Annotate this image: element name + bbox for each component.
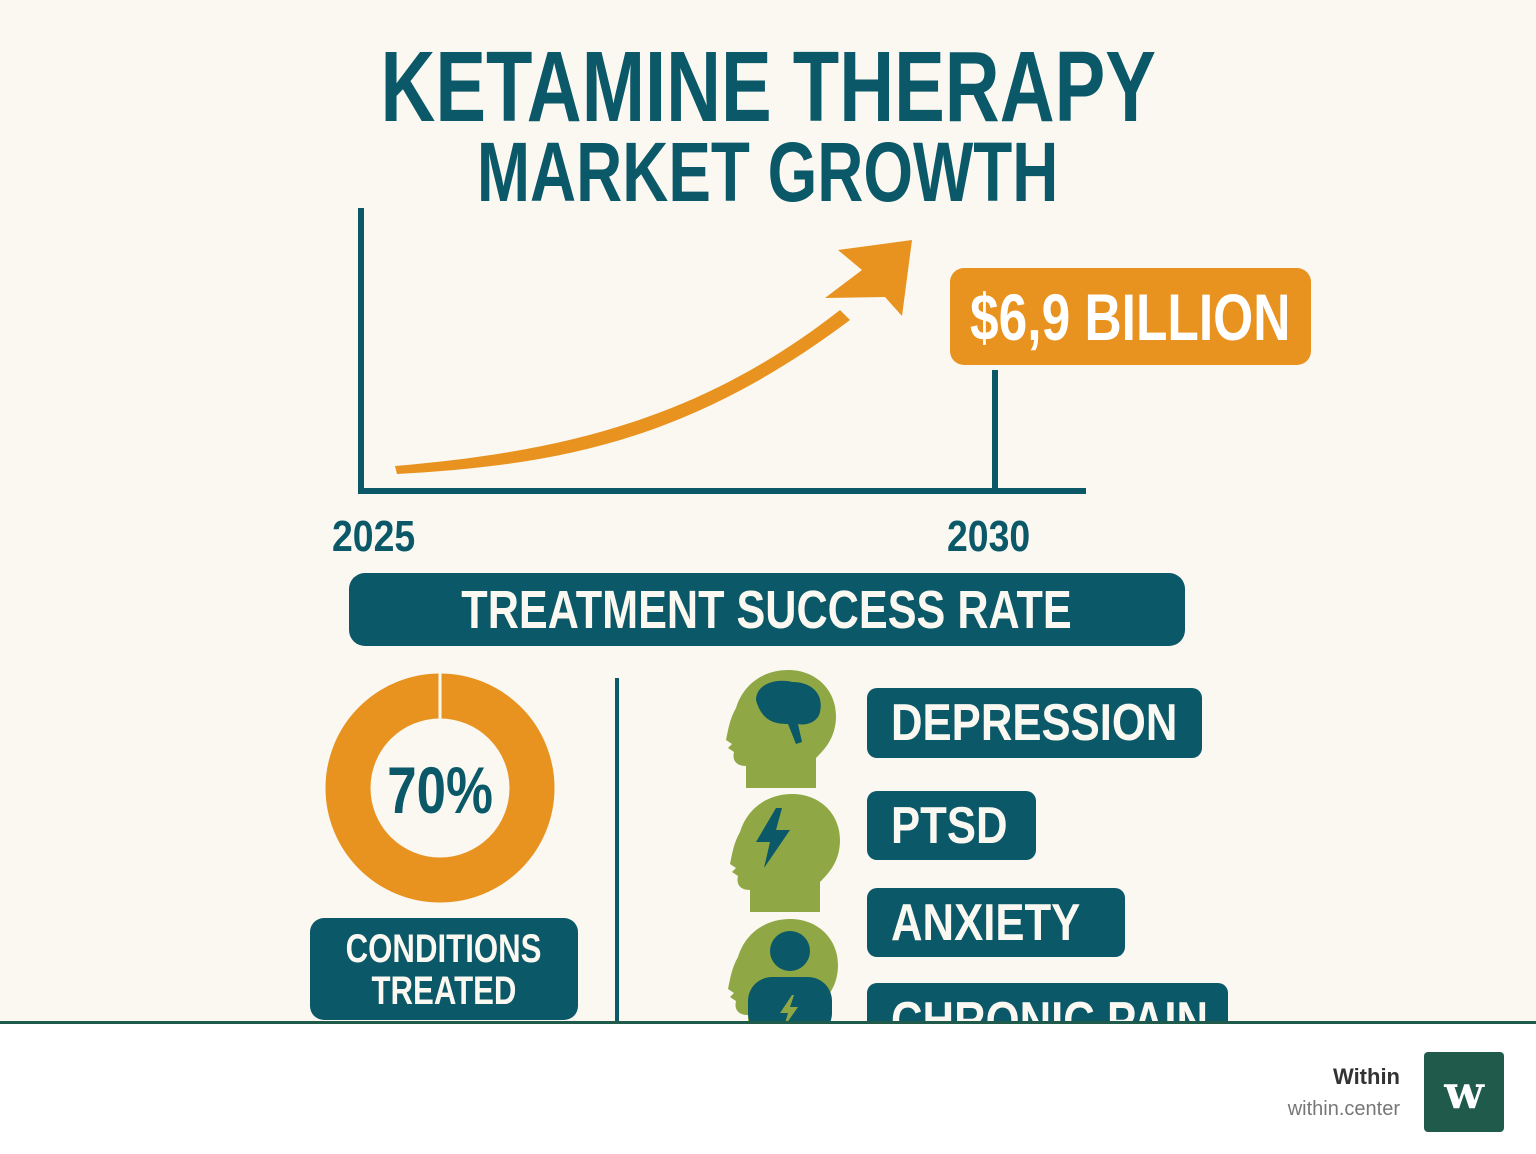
success-donut	[325, 673, 555, 903]
footer-brand: Within	[1333, 1064, 1400, 1089]
success-banner: TREATMENT SUCCESS RATE	[349, 573, 1185, 646]
year-end: 2030	[947, 512, 1031, 561]
infographic: KETAMINE THERAPY MARKET GROWTH $6,9 BILL…	[0, 0, 1536, 1024]
title-line-1: KETAMINE THERAPY	[380, 31, 1156, 143]
condition-anxiety: ANXIETY	[867, 888, 1125, 957]
brain-head-icon	[726, 670, 836, 788]
person-head-icon	[728, 919, 838, 1021]
year-start: 2025	[332, 512, 416, 561]
market-value-badge: $6,9 BILLION	[950, 268, 1311, 365]
footer-url[interactable]: within.center	[1287, 1098, 1400, 1120]
growth-chart	[358, 208, 1086, 494]
lightning-head-icon	[730, 794, 840, 912]
title-line-2: MARKET GROWTH	[477, 125, 1059, 219]
condition-depression: DEPRESSION	[867, 688, 1202, 758]
growth-arrow-head	[825, 240, 912, 316]
conditions-treated-label: CONDITIONS TREATED	[310, 918, 578, 1020]
growth-arrow-shaft	[395, 310, 850, 474]
within-logo[interactable]: w	[1424, 1052, 1504, 1132]
divider	[615, 678, 619, 1021]
condition-chronic-pain: CHRONIC PAIN	[867, 983, 1228, 1021]
condition-ptsd: PTSD	[867, 791, 1036, 860]
success-percent: 70%	[387, 753, 493, 827]
